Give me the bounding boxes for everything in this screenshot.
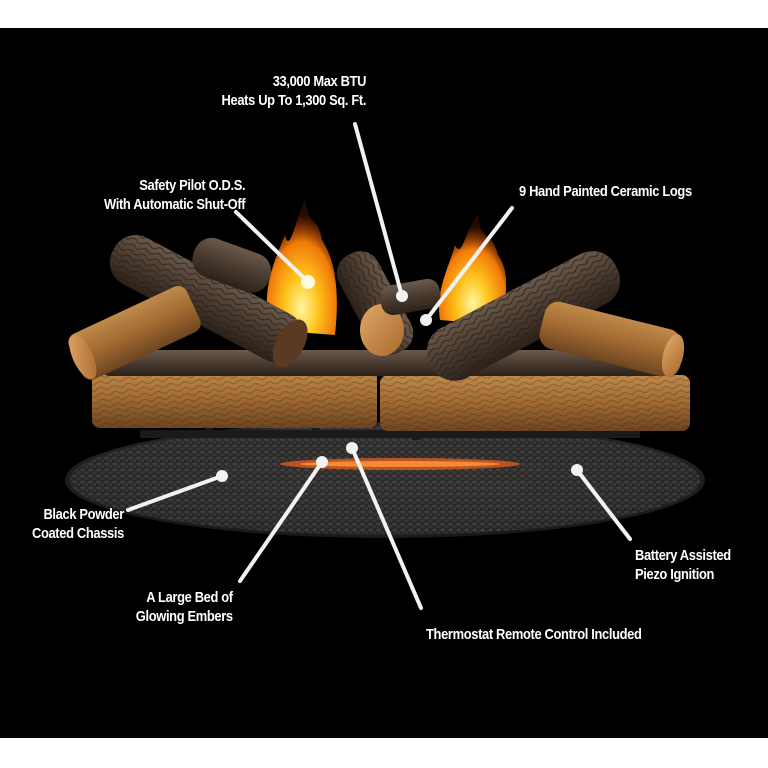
callout-embers: A Large Bed of Glowing Embers (136, 588, 233, 626)
callout-pilot-line2: With Automatic Shut-Off (103, 196, 246, 213)
callout-ignition-line2: Piezo Ignition (635, 566, 715, 583)
flames (266, 200, 507, 335)
callout-btu: 33,000 Max BTU Heats Up To 1,300 Sq. Ft. (221, 72, 366, 110)
callout-chassis-line2: Coated Chassis (32, 525, 124, 542)
callout-embers-line2: Glowing Embers (136, 608, 233, 625)
callout-chassis: Black Powder Coated Chassis (32, 505, 124, 543)
callout-ignition-line1: Battery Assisted (635, 547, 731, 564)
callout-ignition: Battery Assisted Piezo Ignition (635, 546, 731, 584)
callout-pointers (126, 122, 632, 610)
callout-btu-line2: Heats Up To 1,300 Sq. Ft. (221, 92, 366, 109)
callout-logs-line1: 9 Hand Painted Ceramic Logs (519, 183, 692, 200)
callout-embers-line1: A Large Bed of (146, 589, 234, 606)
ceramic-logs (68, 235, 690, 431)
callout-chassis-line1: Black Powder (43, 506, 125, 523)
callout-btu-line1: 33,000 Max BTU (272, 73, 367, 90)
callout-safety-pilot: Safety Pilot O.D.S. With Automatic Shut-… (103, 176, 246, 214)
ember-bed (65, 422, 705, 538)
callout-pilot-line1: Safety Pilot O.D.S. (138, 177, 245, 194)
callout-remote-line1: Thermostat Remote Control Included (426, 626, 642, 643)
callout-ceramic-logs: 9 Hand Painted Ceramic Logs (519, 182, 692, 201)
callout-remote: Thermostat Remote Control Included (426, 625, 642, 644)
